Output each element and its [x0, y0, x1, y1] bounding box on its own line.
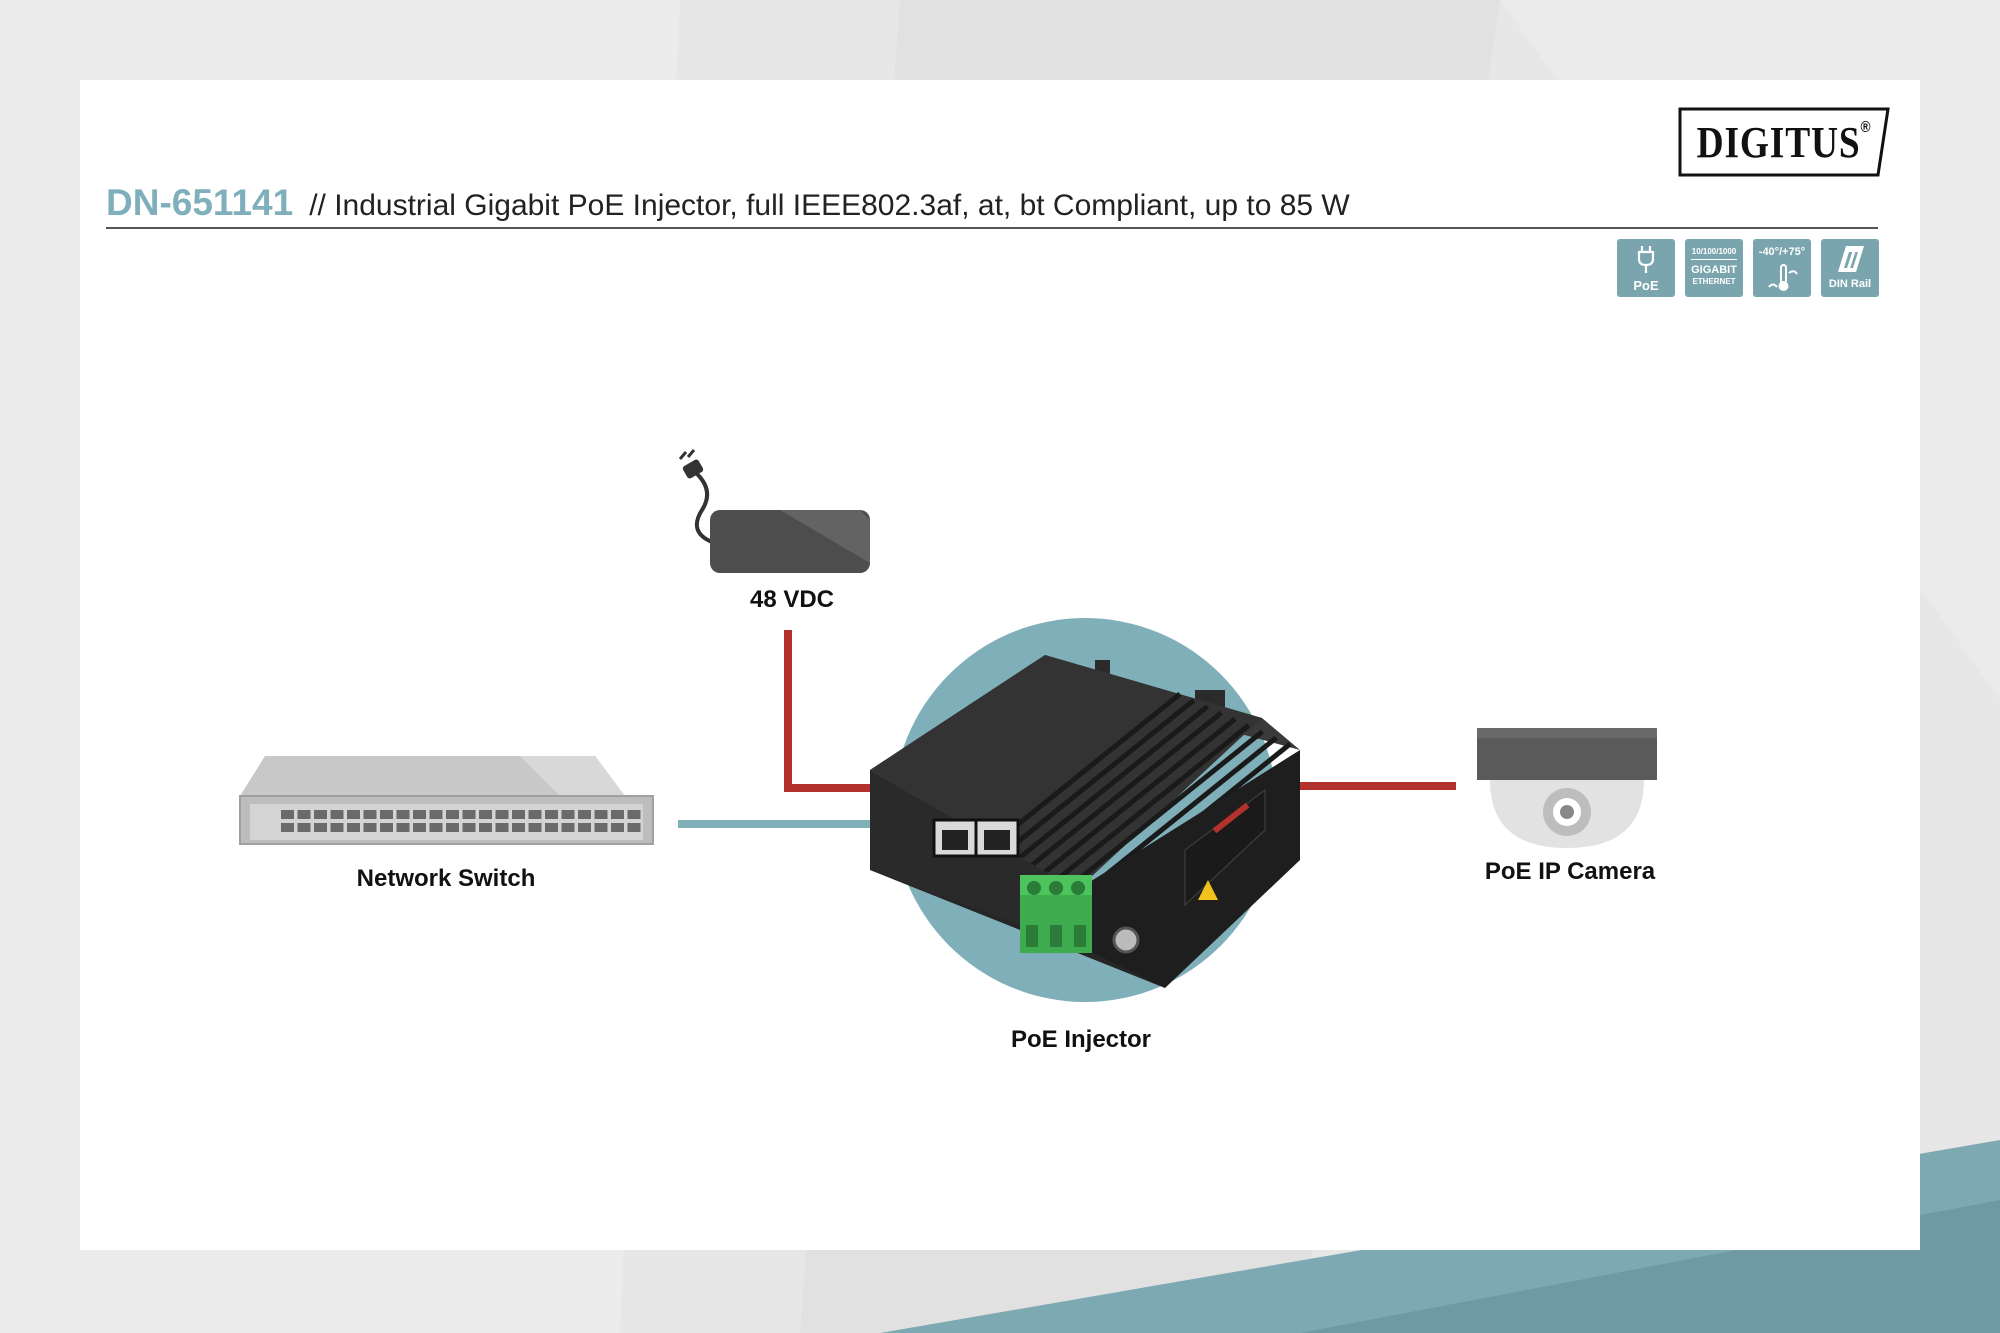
switch-port: [281, 823, 294, 832]
power-supply-label: 48 VDC: [749, 586, 835, 613]
switch-port: [479, 823, 492, 832]
badge-label: -40°/+75°: [1758, 246, 1806, 258]
badge-label: PoE: [1633, 278, 1659, 293]
plug-icon: [678, 449, 704, 479]
poe-badge: PoE: [1617, 239, 1675, 297]
switch-port: [281, 810, 294, 819]
switch-port: [627, 823, 641, 832]
switch-port: [479, 810, 492, 819]
switch-port: [380, 823, 393, 832]
gigabit-badge: 10/100/1000 GIGABIT ETHERNET: [1685, 239, 1743, 297]
warning-icon: [1198, 880, 1218, 900]
product-title: // Industrial Gigabit PoE Injector, full…: [309, 189, 1350, 222]
registered-mark: ®: [1860, 119, 1872, 136]
badge-label: ETHERNET: [1692, 277, 1736, 286]
terminal-block: [1020, 875, 1092, 953]
ethernet-icon: [1691, 259, 1737, 260]
thermometer-icon: [1768, 264, 1798, 291]
switch-port: [627, 810, 641, 819]
switch-port: [528, 823, 542, 832]
temperature-badge: -40°/+75°: [1753, 239, 1811, 297]
power-cable: [693, 470, 713, 544]
heatsink-fin: [1028, 717, 1237, 886]
heatsink-fin: [1055, 729, 1265, 899]
switch-port: [429, 823, 443, 832]
switch-port: [347, 823, 360, 832]
switch-port: [495, 823, 509, 832]
poe-injector-device: [870, 655, 1300, 988]
switch-port: [429, 810, 443, 819]
switch-port: [297, 810, 311, 819]
switch-port: [545, 823, 558, 832]
switch-port: [611, 823, 624, 832]
logo-text: DIGITUS®: [1694, 107, 1874, 177]
switch-port: [561, 810, 575, 819]
badge-label: GIGABIT: [1691, 264, 1737, 276]
switch-port: [314, 823, 327, 832]
heatsink-fin: [1042, 723, 1251, 893]
ground-screw: [1112, 926, 1140, 954]
din-rail-icon: [1838, 246, 1864, 272]
heatsink-fin: [987, 698, 1196, 868]
switch-port: [330, 810, 344, 819]
switch-port: [347, 810, 360, 819]
network-switch-icon: [239, 756, 654, 845]
product-header: DN-651141 // Industrial Gigabit PoE Inje…: [106, 182, 1350, 224]
switch-port: [363, 810, 377, 819]
switch-port: [330, 823, 344, 832]
switch-port: [528, 810, 542, 819]
switch-port: [594, 823, 608, 832]
switch-port: [495, 810, 509, 819]
switch-port: [413, 810, 426, 819]
switch-port: [578, 823, 591, 832]
poe-injector-label: PoE Injector: [1010, 1026, 1152, 1053]
network-switch-label: Network Switch: [356, 865, 536, 892]
heatsink-fin: [1014, 710, 1223, 880]
switch-port: [594, 810, 608, 819]
logo-wordmark: DIGITUS: [1696, 117, 1861, 167]
switch-port: [578, 810, 591, 819]
power-line: [784, 630, 870, 792]
switch-port: [462, 823, 476, 832]
poe-ip-camera-label: PoE IP Camera: [1484, 858, 1656, 885]
switch-port: [512, 810, 525, 819]
switch-port: [446, 810, 459, 819]
switch-port: [561, 823, 575, 832]
power-adapter: [678, 449, 870, 573]
switch-port: [512, 823, 525, 832]
digitus-logo: [1678, 107, 1890, 177]
plug-icon: [1637, 246, 1655, 273]
badge-label: DIN Rail: [1828, 278, 1872, 290]
switch-port: [297, 823, 311, 832]
switch-port: [314, 810, 327, 819]
badge-label: 10/100/1000: [1691, 247, 1737, 256]
switch-port: [396, 823, 410, 832]
switch-port: [396, 810, 410, 819]
dome-camera-icon: [1477, 728, 1657, 848]
switch-port: [446, 823, 459, 832]
switch-port: [545, 810, 558, 819]
model-number: DN-651141: [106, 182, 294, 223]
switch-port: [363, 823, 377, 832]
switch-port: [462, 810, 476, 819]
header-rule: [106, 227, 1878, 229]
switch-port: [611, 810, 624, 819]
switch-port: [380, 810, 393, 819]
switch-port: [413, 823, 426, 832]
heatsink-fin: [1000, 704, 1210, 874]
din-rail-badge: DIN Rail: [1821, 239, 1879, 297]
